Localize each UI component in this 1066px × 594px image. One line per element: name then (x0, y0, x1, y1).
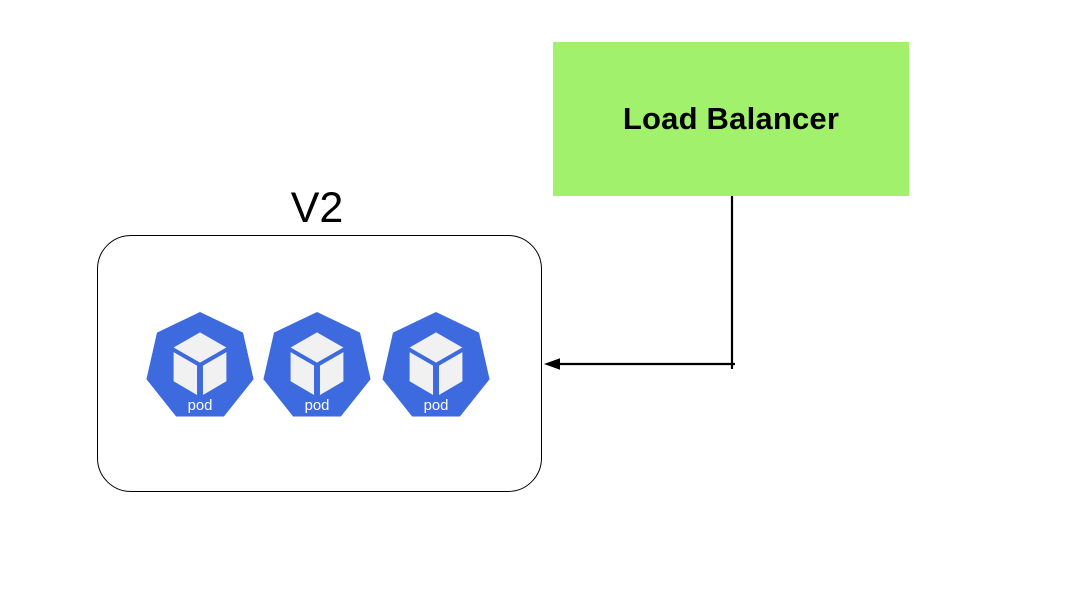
group-v2-title: V2 (290, 184, 344, 232)
cube-left-face-icon (290, 352, 315, 396)
pod-label: pod (188, 398, 213, 414)
pod-label: pod (305, 398, 330, 414)
pod-icon[interactable]: pod (262, 312, 372, 422)
cube-right-face-icon (438, 352, 463, 396)
cube-left-face-icon (409, 352, 434, 396)
pod-label: pod (424, 398, 449, 414)
kubernetes-heptagon-icon (146, 312, 254, 417)
cube-top-face-icon (290, 332, 344, 363)
kubernetes-heptagon-icon (382, 312, 490, 417)
cube-top-face-icon (409, 332, 463, 363)
pod-icon[interactable]: pod (381, 312, 491, 422)
load-balancer-node[interactable]: Load Balancer (553, 42, 909, 196)
group-v2-container[interactable] (97, 235, 542, 492)
load-balancer-label: Load Balancer (622, 101, 840, 136)
cube-left-face-icon (173, 352, 198, 396)
cube-right-face-icon (202, 352, 227, 396)
cube-top-face-icon (173, 332, 227, 363)
arrowhead-left-icon (544, 358, 560, 370)
cube-right-face-icon (319, 352, 344, 396)
pod-icon[interactable]: pod (145, 312, 255, 422)
kubernetes-heptagon-icon (263, 312, 371, 417)
